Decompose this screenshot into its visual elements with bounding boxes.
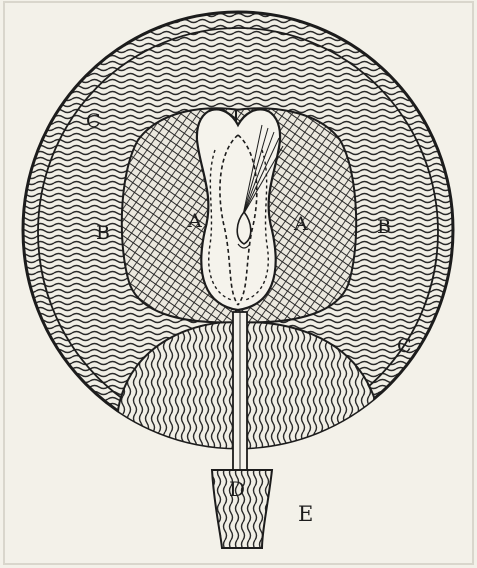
label-d: D	[229, 477, 245, 501]
embryo-body	[197, 109, 280, 310]
label-b-right: B	[377, 216, 391, 238]
label-e: E	[298, 502, 313, 526]
label-a-right: A	[293, 213, 308, 235]
label-c-right: C	[397, 335, 412, 357]
label-a-left: A	[187, 210, 202, 232]
label-b-left: B	[96, 222, 110, 244]
label-c-top: C	[86, 110, 101, 132]
